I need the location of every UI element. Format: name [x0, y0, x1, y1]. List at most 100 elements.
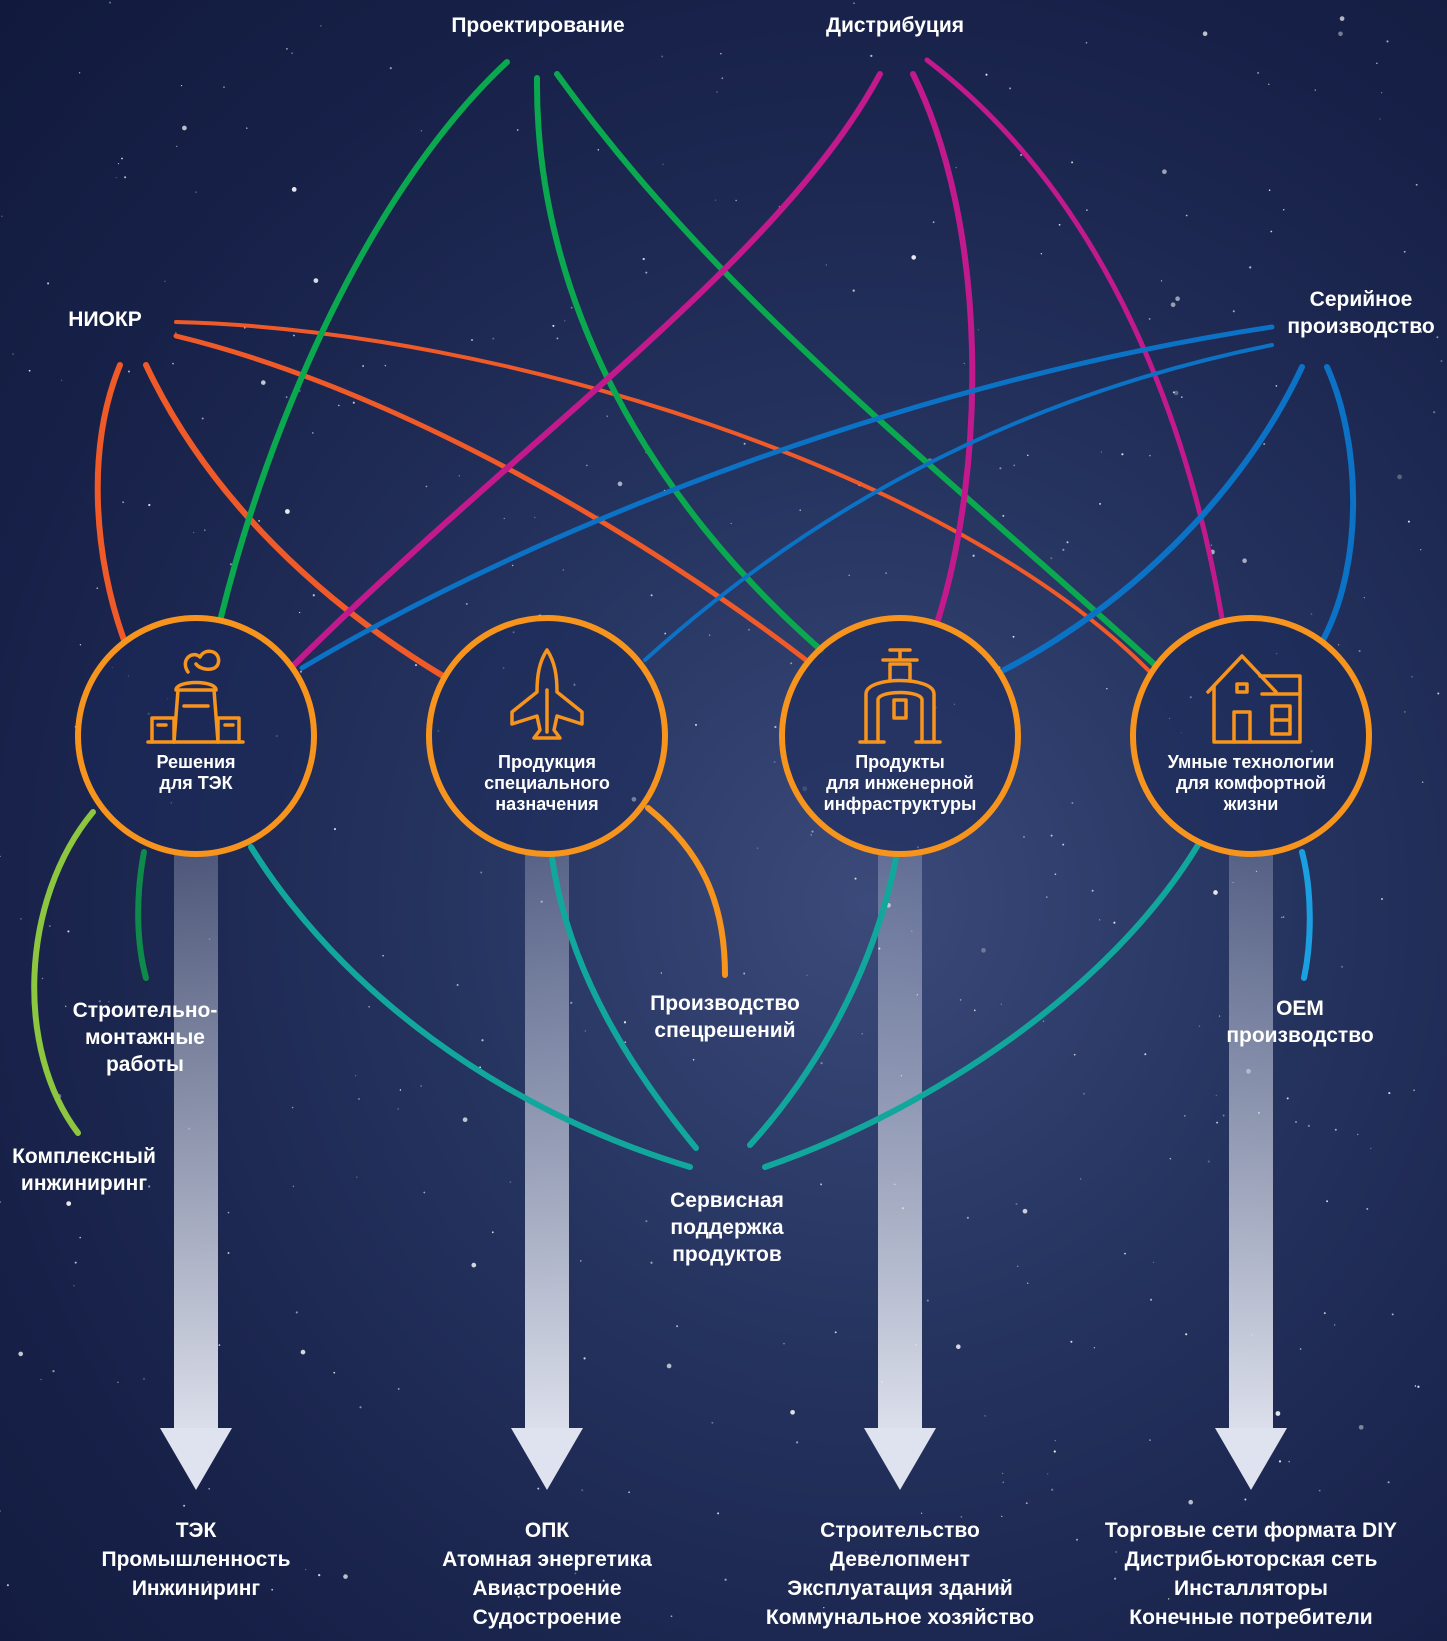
star — [1180, 396, 1183, 398]
star — [73, 1285, 75, 1287]
markets-infra: Строительство Девелопмент Эксплуатация з… — [750, 1516, 1050, 1632]
market-item: ТЭК — [175, 1519, 217, 1542]
star — [1334, 1128, 1337, 1131]
star — [537, 1487, 540, 1490]
star — [1172, 391, 1175, 394]
star — [790, 1409, 795, 1415]
star — [60, 379, 63, 382]
star — [1026, 454, 1029, 457]
links-niokr — [94, 320, 1152, 679]
star — [660, 972, 663, 974]
star — [164, 280, 166, 283]
star — [586, 464, 588, 467]
star — [1050, 557, 1053, 560]
star — [645, 1220, 648, 1223]
star — [1150, 1298, 1153, 1301]
label-serial: Серийное производство — [1280, 286, 1442, 340]
star — [972, 554, 975, 557]
node-infra-line-2: для инженерной — [826, 773, 974, 793]
star — [806, 974, 808, 976]
star — [955, 1344, 961, 1350]
star — [581, 1489, 584, 1492]
star — [1093, 1347, 1096, 1349]
market-item: Судостроение — [472, 1606, 622, 1629]
star — [1228, 1533, 1230, 1535]
star — [95, 1041, 98, 1044]
star — [1076, 1538, 1078, 1541]
star — [1013, 464, 1016, 467]
star — [721, 77, 724, 80]
links-design — [218, 59, 1158, 668]
star — [1058, 223, 1061, 226]
star — [852, 289, 855, 292]
star — [311, 432, 314, 434]
star — [1263, 442, 1266, 446]
star — [1188, 1499, 1194, 1505]
star — [1357, 1133, 1359, 1136]
star — [333, 828, 337, 831]
star — [889, 1530, 892, 1533]
star — [313, 278, 319, 283]
star — [492, 337, 495, 340]
star — [973, 1009, 976, 1012]
star — [1114, 1577, 1117, 1580]
label-special-line-1: Производство — [650, 992, 800, 1015]
star — [810, 834, 813, 836]
star — [1323, 1312, 1326, 1315]
star — [143, 1378, 145, 1380]
star — [920, 1512, 923, 1514]
star — [1016, 1265, 1019, 1268]
star — [783, 1342, 785, 1345]
star — [359, 1406, 362, 1409]
star — [362, 365, 365, 367]
star — [870, 54, 873, 58]
star — [382, 954, 384, 957]
star — [1162, 169, 1167, 175]
star — [1421, 781, 1424, 783]
star — [1310, 613, 1313, 615]
star — [735, 199, 737, 202]
star — [1403, 711, 1406, 713]
star — [743, 442, 746, 445]
star — [1001, 1515, 1003, 1518]
star — [1314, 89, 1317, 91]
label-niokr-line: НИОКР — [68, 308, 142, 331]
star — [533, 516, 536, 519]
node-smart-line-1: Умные технологии — [1167, 752, 1335, 772]
label-build-line-2: монтажные — [85, 1026, 205, 1049]
star — [955, 166, 957, 169]
market-item: Эксплуатация зданий — [787, 1577, 1013, 1600]
star — [743, 972, 746, 975]
star — [1025, 1502, 1028, 1504]
node-special: Продукция специального назначения — [457, 752, 637, 815]
star — [115, 176, 117, 179]
star — [293, 334, 295, 337]
star — [1363, 597, 1365, 599]
star — [670, 1615, 673, 1618]
star — [28, 369, 31, 372]
label-engineering-line-2: инжиниринг — [20, 1172, 148, 1195]
star — [66, 1201, 72, 1206]
star — [176, 145, 178, 148]
star — [286, 48, 288, 50]
star — [1334, 1324, 1336, 1326]
label-distribution-line: Дистрибуция — [825, 14, 965, 37]
star — [874, 1551, 877, 1553]
star — [465, 602, 468, 605]
star — [854, 877, 857, 880]
star — [479, 1066, 482, 1069]
star — [291, 1106, 294, 1109]
star — [1, 215, 3, 218]
star — [420, 1085, 422, 1087]
star — [128, 370, 130, 373]
label-service: Сервисная поддержка продуктов — [647, 1187, 807, 1268]
label-special: Производство спецрешений — [635, 990, 815, 1044]
star — [834, 1331, 837, 1334]
star — [602, 1579, 605, 1582]
market-item: Строительство — [820, 1519, 980, 1542]
jet-icon — [510, 648, 584, 740]
star — [748, 628, 750, 631]
star — [218, 1344, 221, 1346]
label-design: Проектирование — [433, 12, 643, 39]
star — [1299, 1348, 1302, 1350]
